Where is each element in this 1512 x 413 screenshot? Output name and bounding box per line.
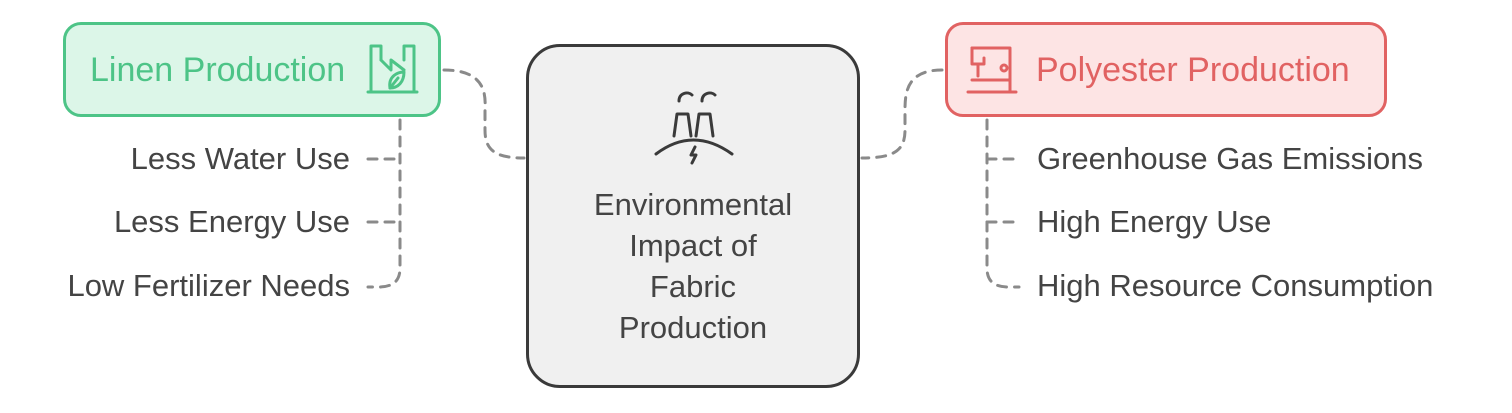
- center-label-line-4: Production: [618, 310, 768, 345]
- polyester-production-title: Polyester Production: [1036, 51, 1350, 89]
- polyester-production-box: [945, 22, 1387, 117]
- center-label: Environmental Impact of Fabric Productio…: [526, 184, 860, 348]
- center-label-line-3: Fabric: [649, 269, 737, 304]
- connector-right-to-center: [860, 68, 944, 160]
- linen-item-2: Less Energy Use: [113, 204, 350, 239]
- polyester-item-1: Greenhouse Gas Emissions: [1037, 141, 1423, 176]
- linen-item-1: Less Water Use: [130, 141, 350, 176]
- sewing-machine-icon: [966, 46, 1018, 94]
- polyester-item-2: High Energy Use: [1037, 204, 1272, 239]
- linen-item-3: Low Fertilizer Needs: [67, 268, 350, 303]
- polyester-item-3: High Resource Consumption: [1037, 268, 1434, 303]
- center-box: [526, 44, 860, 388]
- linen-production-title: Linen Production: [90, 51, 346, 89]
- eco-factory-leaf-icon: [366, 44, 419, 94]
- connector-right-spine: [985, 118, 1021, 289]
- linen-production-box: [63, 22, 441, 117]
- center-label-line-2: Impact of: [629, 228, 757, 263]
- center-label-line-1: Environmental: [593, 187, 793, 222]
- connector-left-to-center: [442, 68, 526, 160]
- connector-left-spine: [366, 118, 402, 289]
- factory-power-plant-icon: [654, 91, 734, 165]
